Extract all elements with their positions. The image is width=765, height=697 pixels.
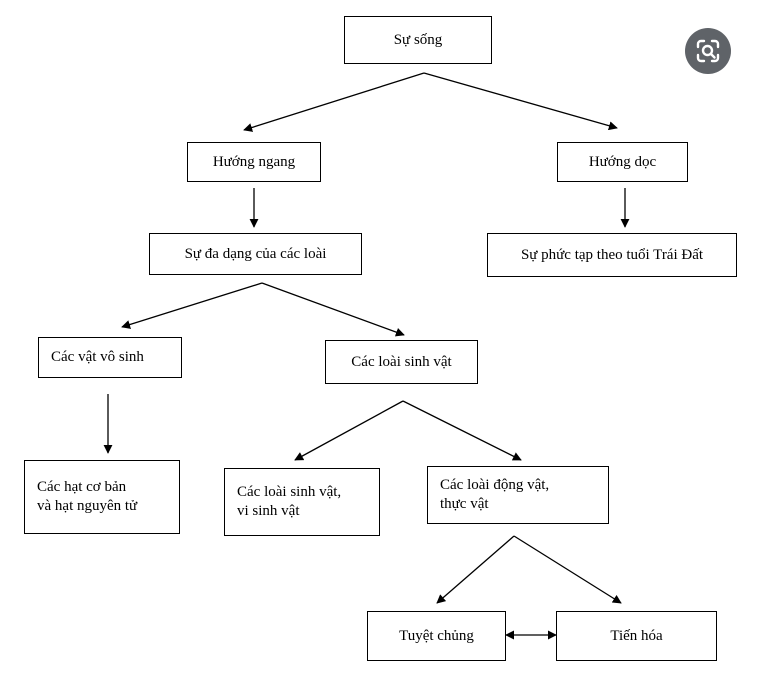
arrow-living-to-microorganisms bbox=[294, 400, 404, 461]
arrow-diversity-to-living bbox=[261, 282, 405, 337]
node-evolution-label: Tiến hóa bbox=[610, 627, 663, 644]
node-evolution: Tiến hóa bbox=[556, 611, 717, 661]
node-inanimate-label: Các vật vô sinh bbox=[51, 349, 144, 365]
node-species-diversity: Sự đa dạng của các loài bbox=[149, 233, 362, 275]
node-earth-age-complexity: Sự phức tạp theo tuổi Trái Đất bbox=[487, 233, 737, 277]
node-animals-plants: Các loài động vật, thực vật bbox=[427, 466, 609, 524]
node-inanimate: Các vật vô sinh bbox=[38, 337, 182, 378]
node-microorganisms: Các loài sinh vật, vi sinh vật bbox=[224, 468, 380, 536]
node-vertical-label: Hướng dọc bbox=[588, 153, 657, 170]
node-species-diversity-label: Sự đa dạng của các loài bbox=[184, 245, 327, 262]
node-horizontal: Hướng ngang bbox=[187, 142, 321, 182]
node-root-label: Sự sống bbox=[393, 31, 443, 48]
node-horizontal-label: Hướng ngang bbox=[212, 153, 296, 170]
node-microorganisms-label: Các loài sinh vật, vi sinh vật bbox=[237, 484, 342, 519]
node-vertical: Hướng dọc bbox=[557, 142, 688, 182]
arrow-root-to-horizontal bbox=[243, 72, 425, 132]
node-living-species: Các loài sinh vật bbox=[325, 340, 478, 384]
node-animals-plants-label: Các loài động vật, thực vật bbox=[440, 477, 550, 512]
node-extinction-label: Tuyệt chủng bbox=[399, 627, 474, 644]
arrow-living-to-animals-plants bbox=[402, 400, 522, 461]
node-particles: Các hạt cơ bản và hạt nguyên tử bbox=[24, 460, 180, 534]
arrow-animals-to-evolution bbox=[513, 535, 622, 604]
visual-search-button[interactable] bbox=[685, 28, 731, 74]
visual-search-icon bbox=[696, 39, 720, 63]
node-earth-age-complexity-label: Sự phức tạp theo tuổi Trái Đất bbox=[520, 246, 704, 263]
arrow-animals-to-extinction bbox=[436, 535, 515, 604]
node-living-species-label: Các loài sinh vật bbox=[351, 353, 452, 370]
node-particles-label: Các hạt cơ bản và hạt nguyên tử bbox=[37, 479, 138, 514]
arrow-root-to-vertical bbox=[423, 72, 618, 131]
node-root: Sự sống bbox=[344, 16, 492, 64]
node-extinction: Tuyệt chủng bbox=[367, 611, 506, 661]
arrow-diversity-to-inanimate bbox=[121, 282, 263, 329]
